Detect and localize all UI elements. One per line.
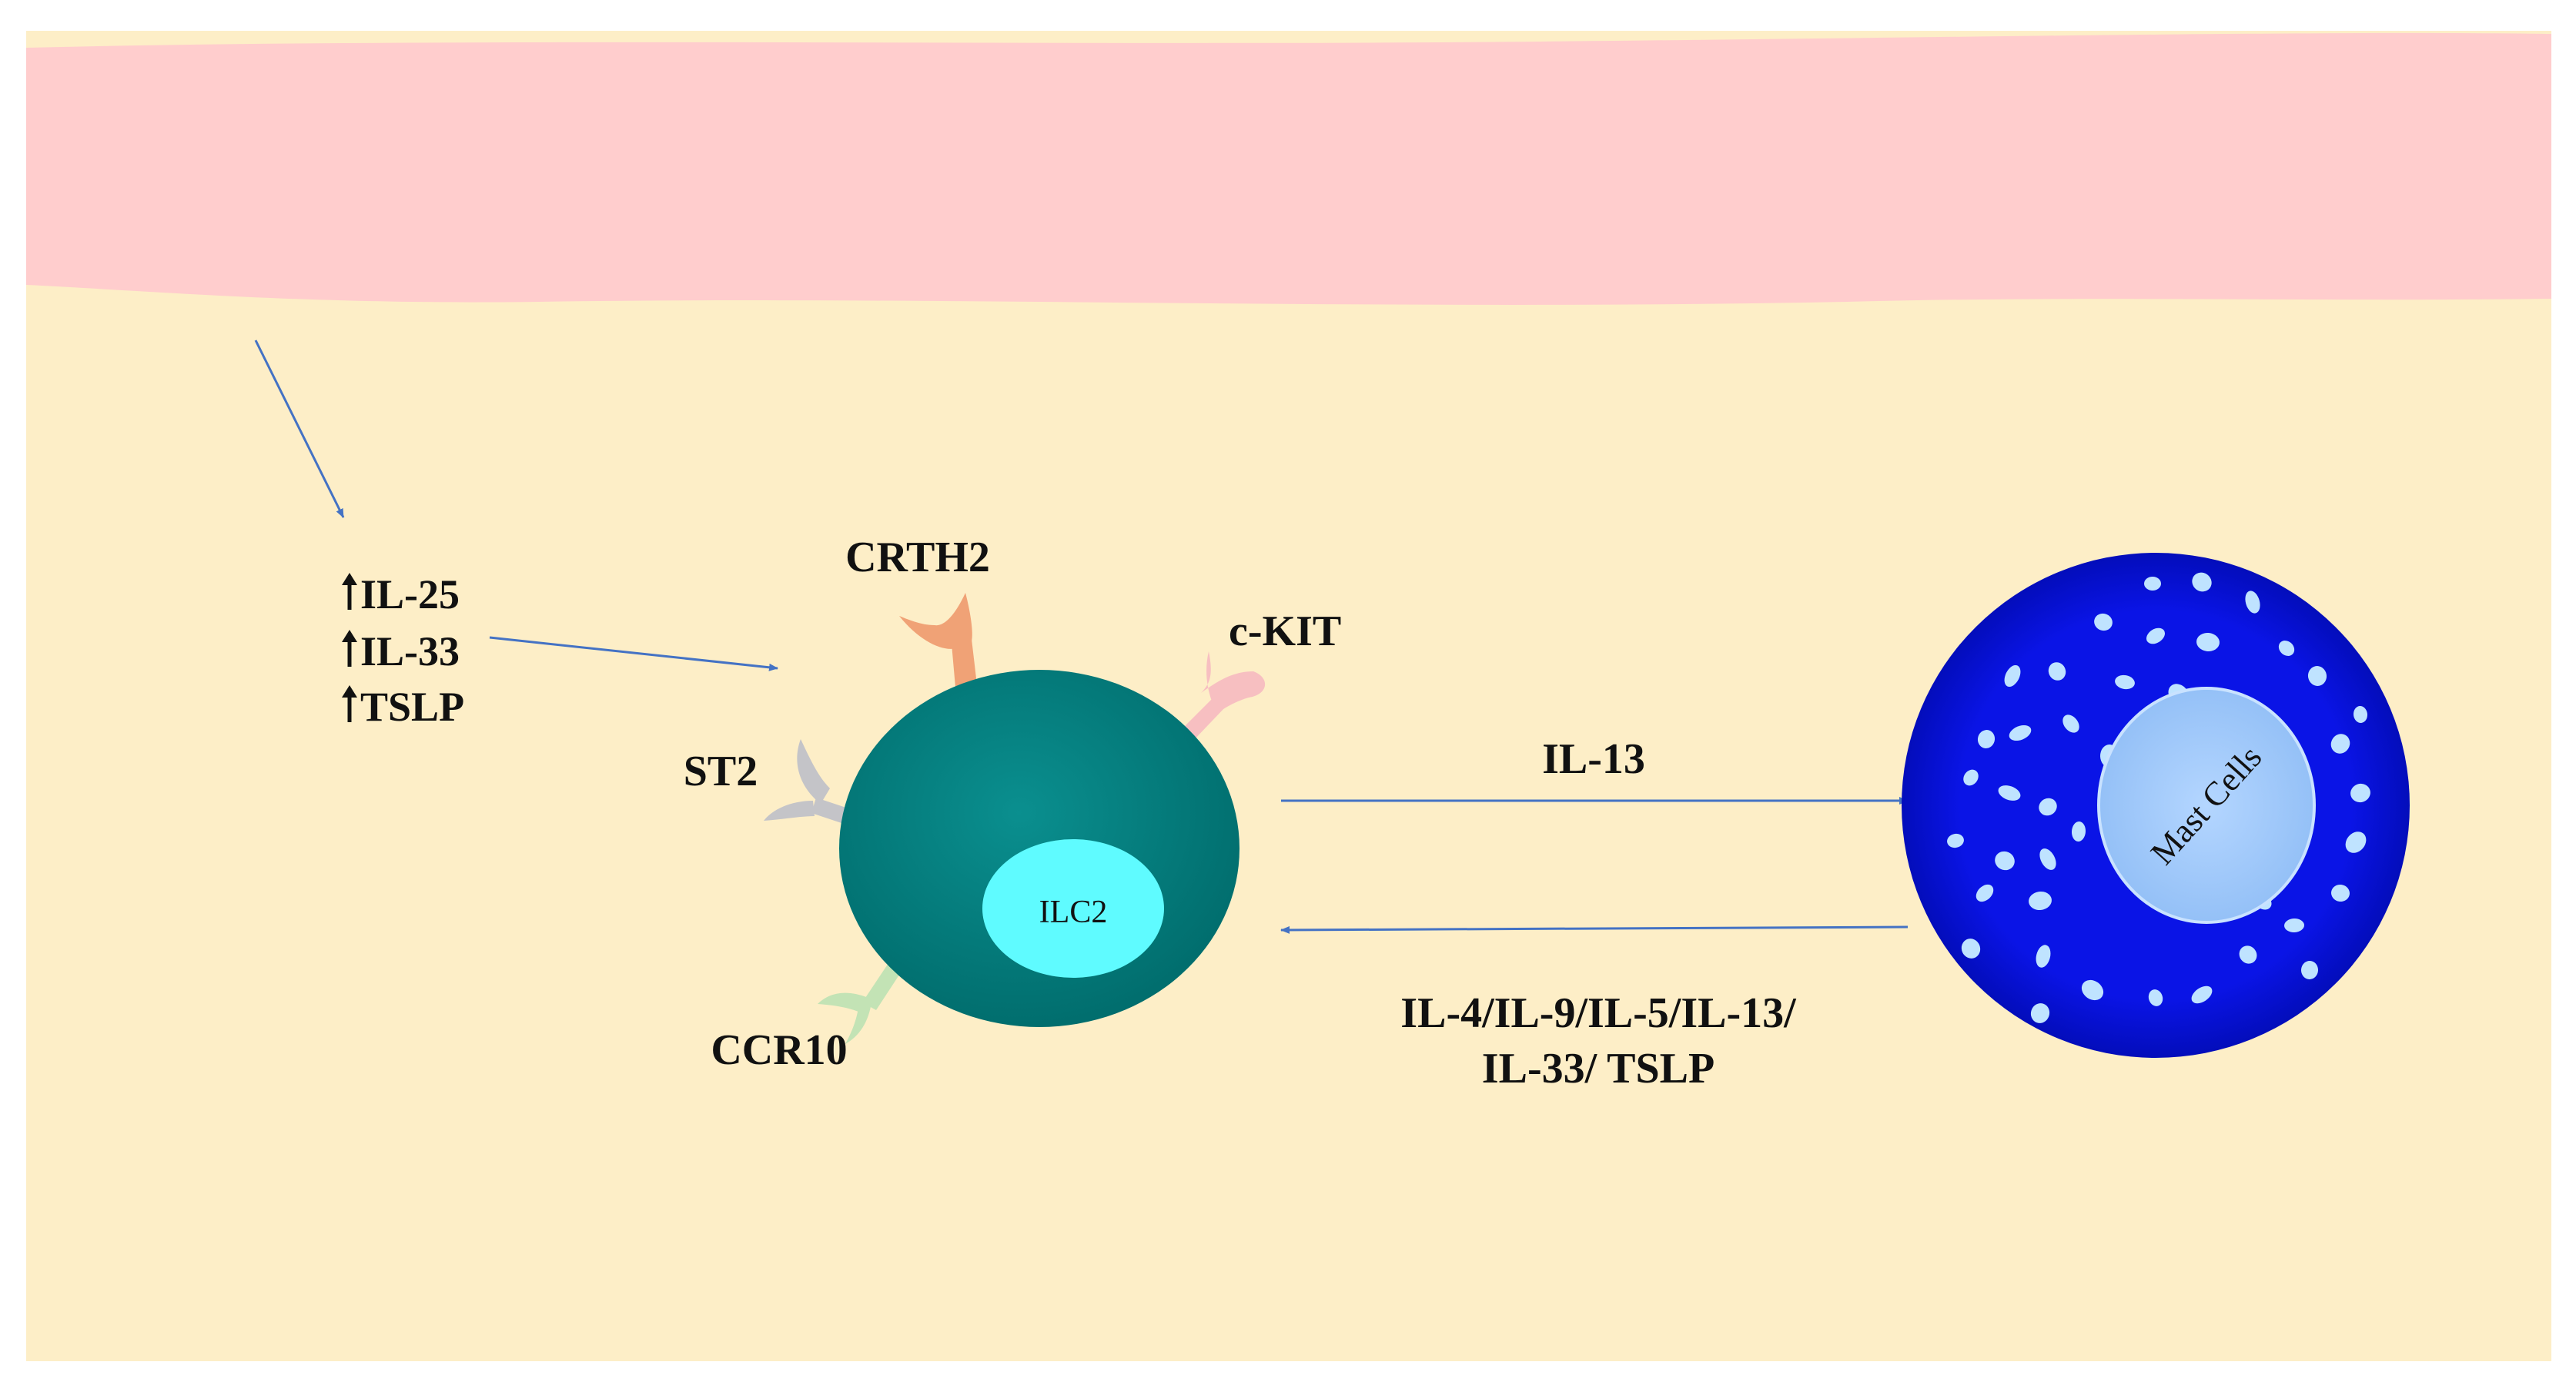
- ilc2-label: ILC2: [1039, 895, 1108, 930]
- up-arrow-icon: [342, 573, 357, 610]
- mast-granule: [1963, 769, 1979, 786]
- mast-granule: [2345, 832, 2367, 853]
- mast-granule: [2039, 798, 2057, 816]
- mast-granule: [2115, 674, 2135, 690]
- mast-granule: [2191, 985, 2213, 1004]
- mast-granule: [2094, 613, 2113, 631]
- ccr10-label: CCR10: [711, 1026, 847, 1074]
- mast-granule: [2196, 632, 2220, 652]
- inducer-il33: IL-33: [360, 628, 460, 674]
- mast-granule: [2307, 666, 2327, 686]
- ilc2-nucleus: [982, 839, 1164, 978]
- mast-granule: [2278, 641, 2295, 656]
- mast-granule: [1977, 730, 1996, 748]
- feedback-cytokines-line2: IL-33/ TSLP: [1482, 1045, 1715, 1093]
- mast-granule: [1961, 939, 1981, 959]
- mast-granule: [2331, 884, 2350, 902]
- mast-granule: [2148, 989, 2163, 1006]
- il13-label: IL-13: [1542, 735, 1645, 783]
- arrow-icon: [254, 340, 345, 518]
- mast-granule: [2036, 945, 2051, 968]
- inducer-tslp: TSLP: [360, 684, 464, 730]
- arrow-icon: [1280, 925, 1909, 934]
- mast-granule: [2284, 918, 2304, 933]
- ckit-label: c-KIT: [1229, 607, 1341, 655]
- up-arrow-icon: [342, 685, 357, 722]
- mast-granule: [2353, 706, 2368, 723]
- mast-granule: [2029, 891, 2052, 911]
- mast-granule: [2300, 961, 2319, 979]
- mast-granule: [2009, 724, 2032, 741]
- mast-granule: [2146, 627, 2166, 644]
- mast-granule: [2239, 945, 2257, 964]
- feedback-cytokines-line1: IL-4/IL-9/IL-5/IL-13/: [1400, 989, 1797, 1037]
- mast-granule: [1995, 851, 2015, 871]
- mast-cell: Mast Cells: [1902, 553, 2410, 1058]
- mast-granule: [2004, 664, 2021, 688]
- mast-granule: [1947, 833, 1964, 848]
- inducer-il25: IL-25: [360, 571, 460, 617]
- mast-granule: [2192, 572, 2212, 592]
- mast-granule: [2062, 714, 2079, 733]
- crth2-label: CRTH2: [845, 534, 990, 581]
- st2-label: ST2: [684, 748, 758, 795]
- mast-granule: [2330, 734, 2350, 754]
- mast-granule: [2039, 848, 2056, 870]
- up-arrow-icon: [342, 630, 357, 667]
- ckit-receptor: [1179, 651, 1266, 742]
- mast-granule: [2350, 783, 2370, 803]
- mast-granule: [2144, 577, 2161, 591]
- inducer-list: IL-25 IL-33 TSLP: [342, 571, 464, 730]
- mast-granule: [1975, 884, 1994, 902]
- mast-granule: [1998, 785, 2021, 801]
- mast-cell-nucleus: [2097, 687, 2316, 924]
- mast-granule: [2081, 979, 2104, 1001]
- mast-granule: [2048, 662, 2066, 681]
- mast-granule: [2245, 591, 2260, 614]
- mast-granule: [2030, 1003, 2050, 1023]
- arrow-icon: [489, 636, 778, 671]
- mast-granule: [2071, 821, 2086, 842]
- epithelium-layer: [26, 32, 2551, 305]
